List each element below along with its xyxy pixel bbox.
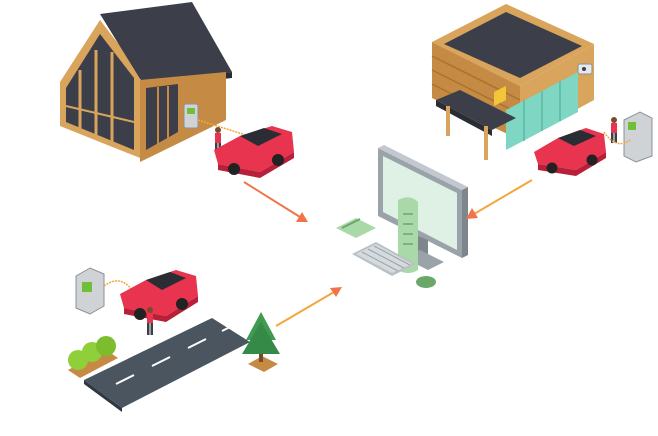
arrow-icon [243,181,308,222]
car-icon [120,270,198,322]
person-icon [611,117,617,143]
house-icon [60,2,256,162]
computer-monitor-icon [378,145,468,270]
mouse-icon [416,276,436,288]
ev-charger-icon [75,267,105,315]
credit-card-icon [336,218,376,238]
tree-icon [242,312,280,372]
car-icon [214,126,294,178]
bush-icon [68,336,118,378]
person-icon [147,307,153,335]
security-camera-icon [577,63,593,75]
ev-charger-icon [183,103,199,129]
car-icon [534,128,606,176]
shop-building-icon [431,4,653,163]
taxi-sign-icon [494,86,506,106]
road-icon [84,318,250,412]
arrow-icon [275,287,342,327]
ev-charger-icon [623,111,653,163]
receipt-icon [398,197,418,273]
keyboard-icon [352,242,416,276]
arrow-icon [466,179,533,219]
